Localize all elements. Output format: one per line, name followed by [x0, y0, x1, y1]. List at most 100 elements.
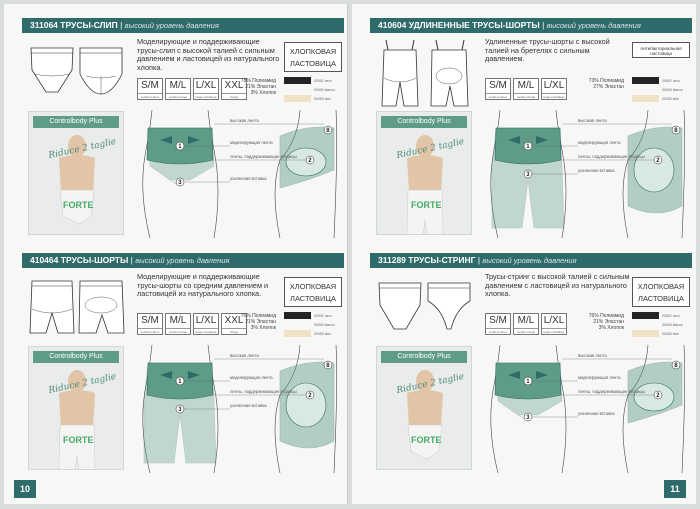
compression-diagram: 1 3 8 2 высокая лента моделирующая лента…: [478, 109, 692, 239]
composition-line: 21% Эластан: [593, 319, 624, 325]
product-code: 311064: [30, 20, 58, 30]
product-name: ТРУСЫ-СЛИП: [60, 20, 118, 30]
size-label: XXL: [224, 80, 244, 91]
size-desc: medium-large: [514, 328, 538, 335]
color-swatch: 00004 bianco: [284, 85, 344, 94]
size-label: M/L: [169, 315, 187, 326]
product-code: 311289: [378, 255, 406, 265]
pressure-level: высокий уровень давления: [135, 256, 230, 265]
color-swatch: 00004 bianco: [632, 320, 692, 329]
page-number: 10: [14, 480, 36, 498]
size-desc: large-extralarge: [194, 328, 218, 334]
swatch-color: [632, 321, 659, 328]
brand-logo: Controlbody Plus: [33, 116, 119, 128]
svg-text:3: 3: [526, 172, 530, 178]
color-swatch: 00004 bianco: [284, 320, 344, 329]
brand-logo: Controlbody Plus: [381, 351, 467, 363]
swatch-label: 00002 nero: [314, 78, 332, 83]
svg-text:1: 1: [178, 144, 182, 150]
composition-line: 76% Полиамид: [240, 313, 276, 319]
size-label: S/M: [489, 315, 507, 326]
garment-drawing: [28, 40, 128, 108]
size-label: S/M: [141, 80, 159, 91]
size-desc: medium-large: [166, 93, 190, 100]
size-label: L/XL: [543, 315, 565, 326]
garment-drawing: [28, 275, 128, 343]
size-option: L/XL large-extralarge: [193, 78, 219, 100]
product-block: 311289 ТРУСЫ-СТРИНГ | высокий уровень да…: [370, 253, 692, 475]
label-high-band: высокая лента: [578, 353, 607, 358]
swatch-label: 00002 nero: [314, 313, 332, 318]
product-description: Трусы-стринг с высокой талией с сильным …: [485, 272, 630, 299]
garment-drawing: [376, 275, 476, 343]
label-reinforced: усиленная вставка: [230, 403, 267, 408]
label-high-band: высокая лента: [230, 118, 259, 123]
forte-label: FORTE: [63, 200, 94, 210]
color-swatch: 00453 skin: [632, 329, 692, 338]
svg-text:1: 1: [526, 144, 530, 150]
size-option: XXL xlarge: [221, 78, 247, 100]
forte-label: FORTE: [411, 435, 442, 445]
gusset-badge: ХЛОПКОВАЯ ЛАСТОВИЦА: [632, 277, 690, 307]
label-shaping-band: моделирующая лента: [578, 375, 621, 380]
swatch-label: 00004 bianco: [662, 87, 684, 92]
size-desc: small-medium: [486, 328, 510, 335]
swatch-label: 00004 bianco: [314, 322, 336, 327]
swatch-label: 00004 bianco: [314, 87, 336, 92]
label-high-band: высокая лента: [578, 118, 607, 123]
size-label: M/L: [517, 80, 535, 91]
label-reinforced: усиленная вставка: [578, 411, 615, 416]
gusset-badge: ХЛОПКОВАЯ ЛАСТОВИЦА: [284, 277, 342, 307]
color-swatch: 00453 skin: [284, 329, 344, 338]
size-desc: large-extralarge: [194, 93, 218, 99]
product-header: 410604 УДЛИНЕННЫЕ ТРУСЫ-ШОРТЫ | высокий …: [370, 18, 692, 33]
size-option: S/M small-medium: [137, 78, 163, 100]
compression-diagram: 1 3 8 2 высокая лента моделирующая лента…: [130, 344, 344, 474]
swatch-color: [632, 312, 659, 319]
swatch-label: 00453 skin: [314, 96, 331, 101]
pressure-level: высокий уровень давления: [546, 21, 641, 30]
size-option: XXL xlarge: [221, 313, 247, 335]
label-butt-bands: ленты, поддерживающие ягодицы: [578, 389, 645, 394]
swatch-color: [632, 77, 659, 84]
swatch-color: [284, 77, 311, 84]
size-desc: xlarge: [222, 93, 246, 100]
composition-line: 3% Хлопок: [250, 90, 276, 96]
size-label: XXL: [224, 315, 244, 326]
svg-text:3: 3: [178, 180, 182, 186]
svg-text:8: 8: [674, 363, 678, 369]
svg-text:2: 2: [656, 393, 660, 399]
size-desc: xlarge: [222, 328, 246, 335]
color-swatch: 00004 bianco: [632, 85, 692, 94]
product-block: 311064 ТРУСЫ-СЛИП | высокий уровень давл…: [22, 18, 344, 240]
size-label: S/M: [489, 80, 507, 91]
size-desc: medium-large: [166, 328, 190, 335]
svg-text:8: 8: [674, 128, 678, 134]
label-butt-bands: ленты, поддерживающие ягодицы: [230, 154, 297, 159]
color-swatch: 00002 nero: [284, 76, 344, 85]
product-block: 410464 ТРУСЫ-ШОРТЫ | высокий уровень дав…: [22, 253, 344, 475]
forte-label: FORTE: [411, 200, 442, 210]
product-header: 311289 ТРУСЫ-СТРИНГ | высокий уровень да…: [370, 253, 692, 268]
forte-label: FORTE: [63, 435, 94, 445]
product-name: ТРУСЫ-ШОРТЫ: [60, 255, 129, 265]
product-code: 410464: [30, 255, 59, 265]
composition-line: 21% Эластан: [245, 84, 276, 90]
size-desc: medium-large: [514, 93, 538, 100]
label-reinforced: усиленная вставка: [230, 176, 267, 181]
composition-line: 76% Полиамид: [588, 313, 624, 319]
size-label: L/XL: [195, 80, 217, 91]
pressure-level: высокий уровень давления: [124, 21, 219, 30]
size-desc: small-medium: [486, 93, 510, 100]
svg-text:8: 8: [326, 128, 330, 134]
gusset-badge: Антибактериальная ластовица: [632, 42, 690, 58]
size-desc: small-medium: [138, 93, 162, 100]
product-description: Удлиненные трусы-шорты с высокой талией …: [485, 37, 610, 64]
composition-line: 3% Хлопок: [598, 325, 624, 331]
product-header: 410464 ТРУСЫ-ШОРТЫ | высокий уровень дав…: [22, 253, 344, 268]
